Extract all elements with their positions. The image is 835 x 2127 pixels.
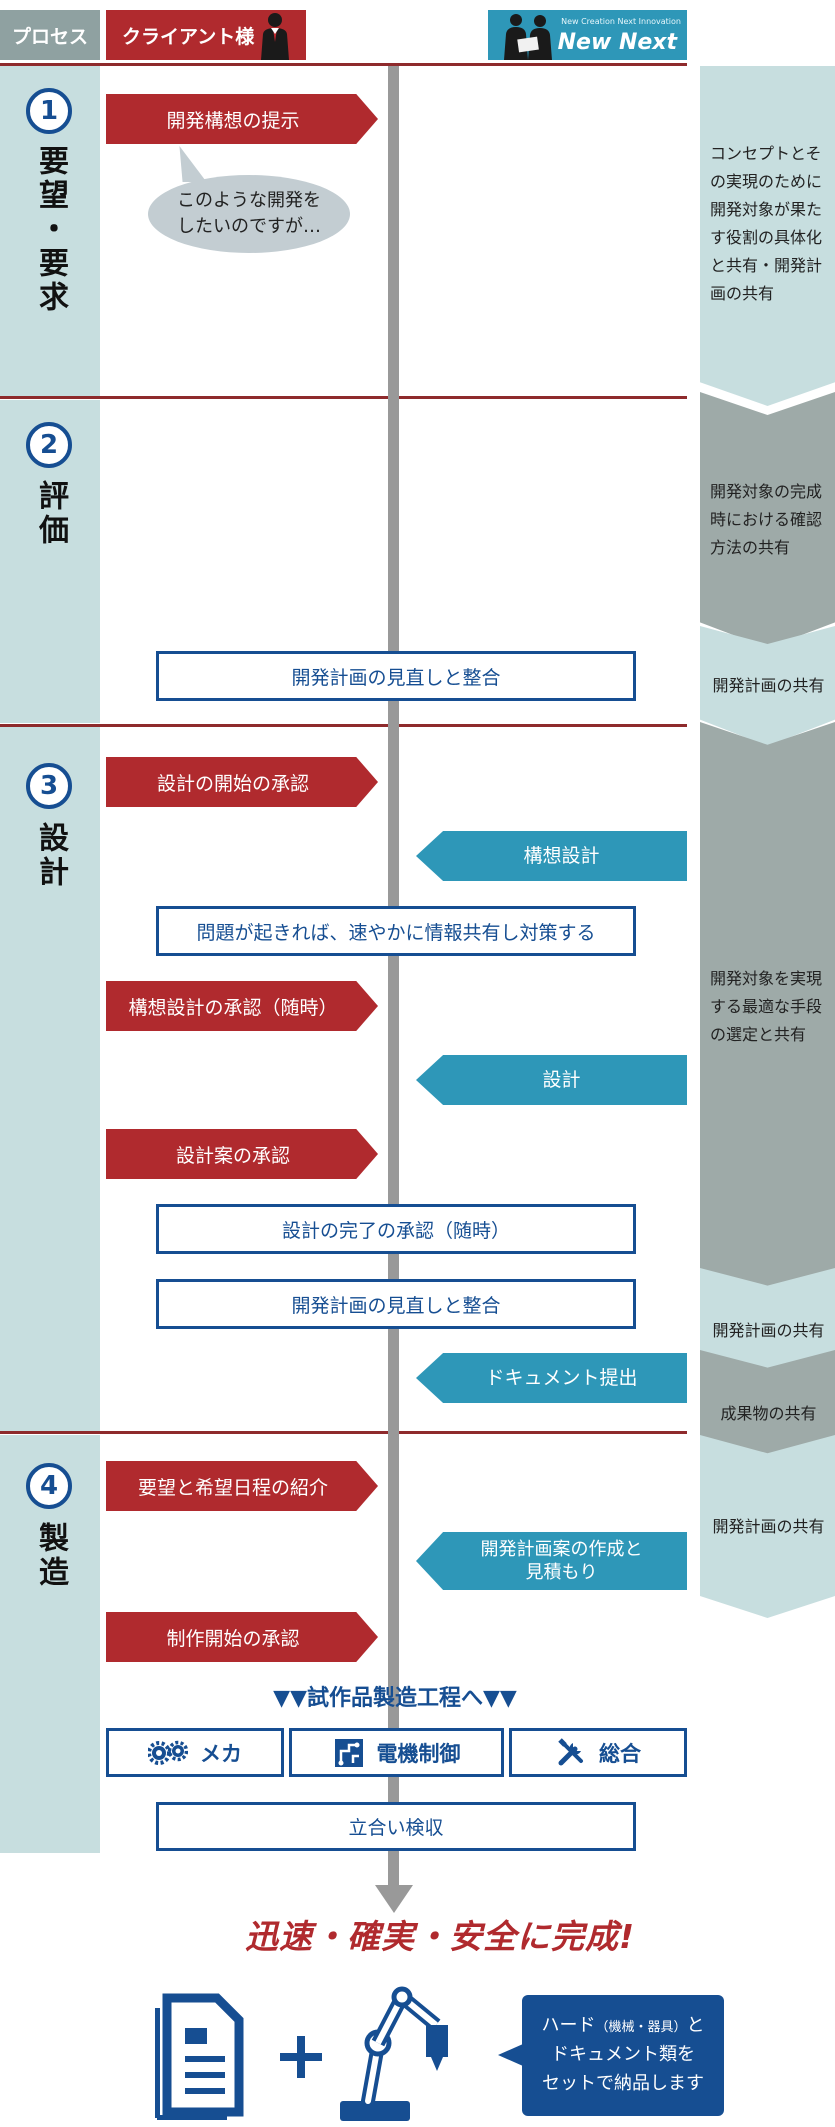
company-step-plan-estimate: 開発計画案の作成と 見積もり xyxy=(416,1532,687,1590)
stage-3-name: 設計 xyxy=(33,822,68,890)
stage-3-number: 3 xyxy=(26,763,72,809)
final-speech-tail xyxy=(498,2044,523,2066)
client-step-concept-approval: 構想設計の承認（随時） xyxy=(106,981,378,1031)
client-step-present: 開発構想の提示 xyxy=(106,94,378,144)
circuit-icon xyxy=(334,1738,363,1767)
stage-4-name: 製造 xyxy=(33,1522,68,1590)
timeline-arrow xyxy=(375,1885,413,1913)
prototype-integrated-label: 総合 xyxy=(599,1741,641,1766)
process-header: プロセス xyxy=(0,10,100,60)
divider xyxy=(0,63,687,66)
client-step-start-approval: 設計の開始の承認 xyxy=(106,757,378,807)
final-speech-line1: ハード xyxy=(541,2015,596,2037)
document-icon xyxy=(155,1993,244,2120)
shared-step-review: 開発計画の見直しと整合 xyxy=(156,651,636,701)
client-header-label: クライアント様 xyxy=(122,25,255,48)
final-headline: 迅速・確実・安全に完成! xyxy=(244,1917,636,1956)
brand-name: New Next xyxy=(557,30,677,55)
prototype-electrical-label: 電機制御 xyxy=(376,1741,461,1766)
timeline-line xyxy=(388,66,399,1890)
speech-bubble: このような開発を したいのですが… xyxy=(148,175,350,253)
divider xyxy=(0,1431,687,1434)
client-step-start-production: 制作開始の承認 xyxy=(106,1612,378,1662)
stage-2-name: 評価 xyxy=(33,480,68,548)
right-note-7: 開発計画の共有 xyxy=(700,1435,835,1618)
final-speech-line2: ドキュメント類を xyxy=(550,2044,695,2066)
right-note-1: コンセプトとその実現のために開発対象が果たす役割の具体化と共有・開発計画の共有 xyxy=(700,66,835,406)
brand-tagline: New Creation Next Innovation xyxy=(561,17,681,26)
prototype-electrical: 電機制御 xyxy=(289,1728,504,1777)
stage-1-name: 要望・要求 xyxy=(33,145,68,315)
brand-header: New Creation Next Innovation New Next xyxy=(488,10,687,60)
shared-step-complete-approval: 設計の完了の承認（随時） xyxy=(156,1204,636,1254)
tools-icon xyxy=(558,1737,583,1765)
right-note-3: 開発計画の共有 xyxy=(700,626,835,746)
final-speech-line1-end: と xyxy=(686,2015,705,2037)
stage-4-number: 4 xyxy=(26,1463,72,1509)
stage-3-band xyxy=(0,727,100,1431)
stage-1-number: 1 xyxy=(26,88,72,134)
divider xyxy=(0,724,687,727)
client-header: クライアント様 xyxy=(106,10,306,60)
shared-step-review-2: 開発計画の見直しと整合 xyxy=(156,1279,636,1329)
speech-bubble-tail xyxy=(169,146,207,182)
client-step-plan-approval: 設計案の承認 xyxy=(106,1129,378,1179)
prototype-integrated: 総合 xyxy=(509,1728,687,1777)
final-speech-small: （機械・器具） xyxy=(595,2020,687,2036)
divider xyxy=(0,396,687,399)
company-step-design: 設計 xyxy=(416,1055,687,1105)
shared-step-acceptance: 立合い検収 xyxy=(156,1802,636,1851)
prototype-mechanical-label: メカ xyxy=(200,1741,242,1766)
prototype-title: ▼▼試作品製造工程へ▼▼ xyxy=(273,1686,517,1711)
robot-arm-icon xyxy=(340,1986,448,2121)
company-step-document: ドキュメント提出 xyxy=(416,1353,687,1403)
business-people-icon xyxy=(504,14,552,60)
right-note-2: 開発対象の完成時における確認方法の共有 xyxy=(700,392,835,648)
stage-2-number: 2 xyxy=(26,422,72,468)
shared-step-issue: 問題が起きれば、速やかに情報共有し対策する xyxy=(156,906,636,956)
plus-icon xyxy=(280,2036,322,2078)
gears-icon xyxy=(148,1740,188,1765)
client-step-intro: 要望と希望日程の紹介 xyxy=(106,1461,378,1511)
final-speech-line3: セットで納品します xyxy=(541,2072,704,2094)
company-step-concept-design: 構想設計 xyxy=(416,831,687,881)
right-note-4: 開発対象を実現する最適な手段の選定と共有 xyxy=(700,722,835,1292)
final-speech-box: ハード（機械・器具）と ドキュメント類を セットで納品します xyxy=(522,1995,724,2116)
businessman-icon xyxy=(261,13,289,60)
prototype-mechanical: メカ xyxy=(106,1728,284,1777)
